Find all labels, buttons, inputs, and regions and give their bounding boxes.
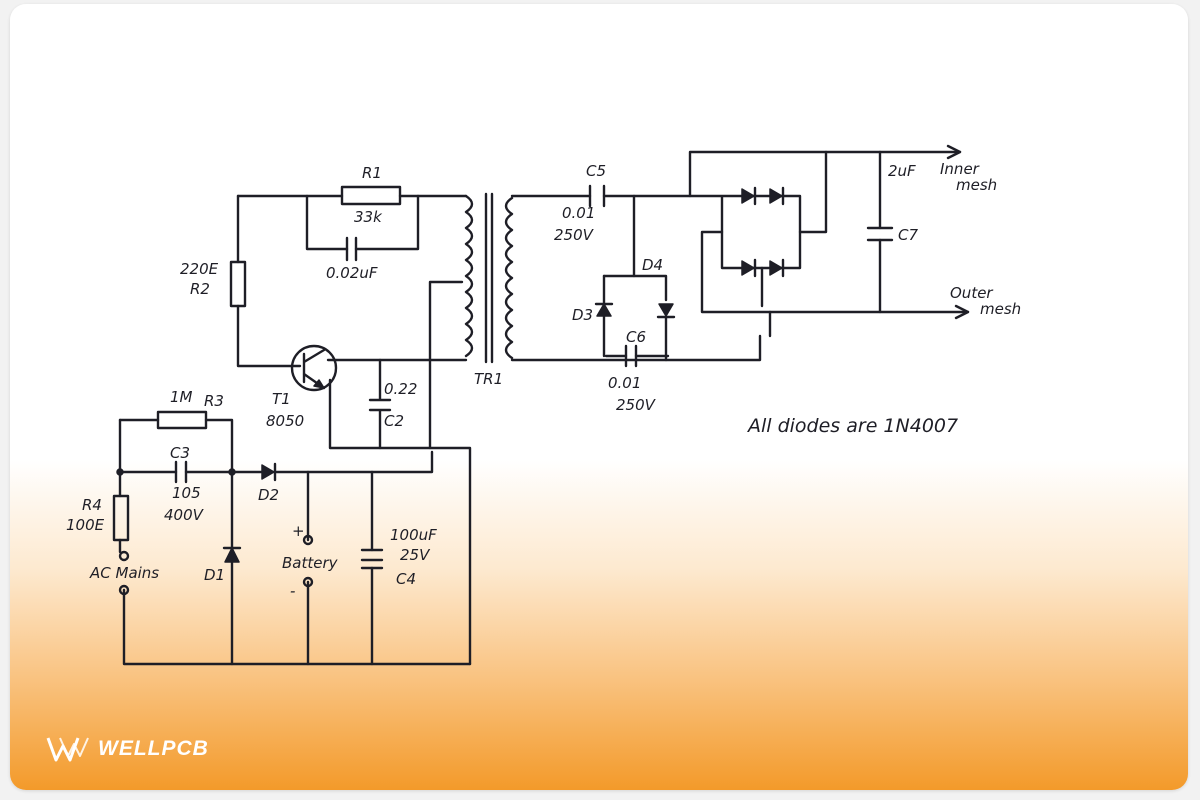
label-c7: C7 <box>898 226 918 244</box>
capacitor-c-feedback <box>345 236 358 262</box>
label-c4-value2: 25V <box>400 546 431 564</box>
junction-dots <box>116 468 236 476</box>
capacitor-c2 <box>368 358 392 450</box>
label-d1: D1 <box>204 566 225 584</box>
diode-d2 <box>261 462 277 482</box>
ac-mains-terminal-top <box>118 550 130 562</box>
label-outer-mesh-2: mesh <box>980 300 1021 318</box>
label-c3: C3 <box>170 444 190 462</box>
capacitor-c4 <box>360 548 384 570</box>
label-battery-minus: - <box>290 582 295 600</box>
label-r2: R2 <box>190 280 210 298</box>
label-c5-value1: 0.01 <box>562 204 595 222</box>
label-r2-value: 220E <box>180 260 219 278</box>
label-r1-value: 33k <box>354 208 383 226</box>
label-c6-value1: 0.01 <box>608 374 641 392</box>
label-ac-mains: AC Mains <box>89 564 159 582</box>
label-inner-mesh-2: mesh <box>956 176 997 194</box>
resistor-r1 <box>340 185 402 206</box>
label-t1-value: 8050 <box>266 412 304 430</box>
diodes-note: All diodes are 1N4007 <box>746 415 958 437</box>
label-battery-plus: + <box>292 522 305 540</box>
label-d4: D4 <box>642 256 663 274</box>
capacitor-c6 <box>624 344 638 368</box>
label-c7-value: 2uF <box>888 162 916 180</box>
label-c3-value2: 400V <box>164 506 205 524</box>
ac-mains-terminal-bottom <box>118 584 130 596</box>
bridge-diodes <box>741 186 785 278</box>
label-c2-value: 0.22 <box>384 380 417 398</box>
circuit-schematic: R1 33k 0.02uF 220E R2 T1 8050 0.22 C2 1M… <box>66 144 1021 666</box>
wellpcb-logo-icon <box>46 737 89 762</box>
inner-mesh-arrow <box>946 144 962 160</box>
battery-terminal-plus <box>302 534 314 546</box>
label-t1: T1 <box>272 390 291 408</box>
wellpcb-logo: WELLPCB <box>46 732 209 766</box>
figure-card: R1 33k 0.02uF 220E R2 T1 8050 0.22 C2 1M… <box>10 4 1188 790</box>
label-c6-value2: 250V <box>616 396 657 414</box>
label-tr1: TR1 <box>474 370 503 388</box>
outer-mesh-arrow <box>954 304 970 320</box>
capacitor-c3 <box>174 460 188 484</box>
label-c3-value1: 105 <box>172 484 201 502</box>
label-c4: C4 <box>396 570 416 588</box>
label-r4: R4 <box>82 496 102 514</box>
label-d3: D3 <box>572 306 593 324</box>
resistor-r4 <box>112 494 130 542</box>
resistor-r2 <box>229 260 247 308</box>
label-r3: R3 <box>204 392 224 410</box>
label-c-feedback-value: 0.02uF <box>326 264 378 282</box>
label-battery: Battery <box>282 554 339 572</box>
diode-d4 <box>656 303 676 319</box>
label-outer-mesh-1: Outer <box>950 284 993 302</box>
wires-supply <box>118 418 472 666</box>
wires-secondary <box>510 150 970 362</box>
label-inner-mesh-1: Inner <box>940 160 980 178</box>
transistor-t1 <box>290 344 338 392</box>
battery-terminal-minus <box>302 576 314 588</box>
label-c6: C6 <box>626 328 646 346</box>
diode-d1 <box>222 546 242 563</box>
label-c5: C5 <box>586 162 606 180</box>
label-r3-value: 1M <box>170 388 193 406</box>
wires-oscillator <box>236 194 468 450</box>
label-c2: C2 <box>384 412 404 430</box>
wellpcb-logo-text: WELLPCB <box>98 737 209 760</box>
transformer-tr1 <box>464 192 514 364</box>
label-d2: D2 <box>258 486 279 504</box>
resistor-r3 <box>156 410 208 430</box>
capacitor-c5 <box>588 184 606 208</box>
label-r1: R1 <box>362 164 382 182</box>
label-c4-value1: 100uF <box>390 526 437 544</box>
label-r4-value: 100E <box>66 516 105 534</box>
capacitor-c7 <box>866 226 894 242</box>
diode-d3 <box>594 302 614 317</box>
label-c5-value2: 250V <box>554 226 595 244</box>
